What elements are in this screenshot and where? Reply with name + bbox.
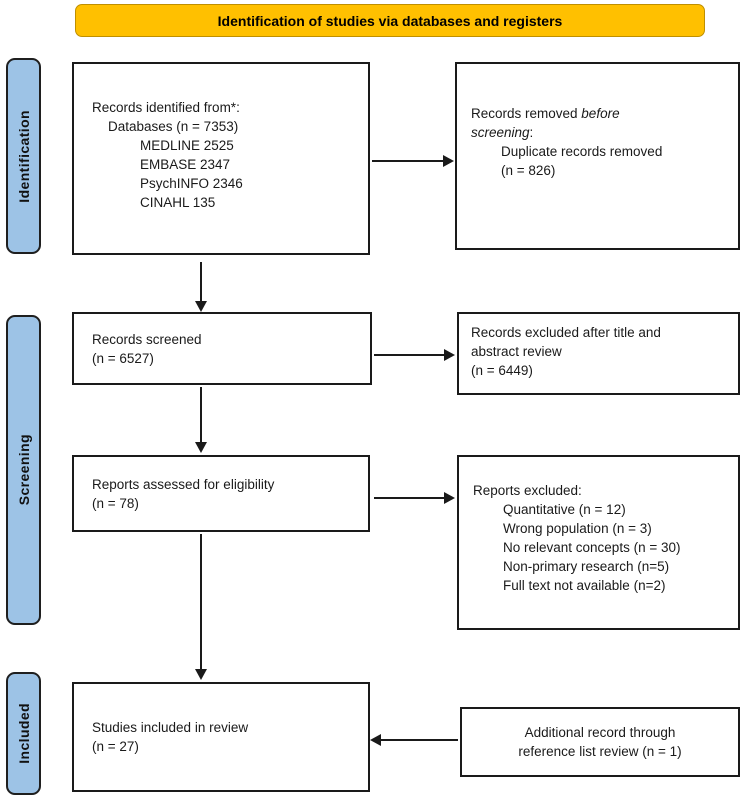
- stage-label-identification: Identification: [6, 58, 41, 254]
- arrow-identified-to-removed-icon: [372, 155, 454, 167]
- box-text-line: Additional record through: [524, 725, 676, 740]
- box-reports-excluded: Reports excluded: Quantitative (n = 12) …: [457, 455, 740, 630]
- box-text-line: Records identified from*:: [92, 100, 240, 115]
- box-text-line: Wrong population (n = 3): [503, 521, 652, 536]
- box-records-removed: Records removed before screening: Duplic…: [455, 62, 740, 250]
- diagram-header: Identification of studies via databases …: [75, 4, 705, 37]
- box-text-line: CINAHL 135: [140, 195, 216, 210]
- box-text-line: Records excluded after title and: [471, 325, 661, 340]
- stage-label-text: Included: [15, 703, 32, 764]
- box-studies-included: Studies included in review (n = 27): [72, 682, 370, 792]
- stage-label-included: Included: [6, 672, 41, 795]
- arrow-assessed-to-reports-excluded-icon: [374, 492, 455, 504]
- arrow-assessed-to-included-icon: [195, 534, 207, 680]
- box-additional-record: Additional record through reference list…: [460, 707, 740, 777]
- box-text-line: reference list review (n = 1): [518, 744, 682, 759]
- box-text-line: (n = 6449): [471, 363, 533, 378]
- box-text-line: Studies included in review: [92, 720, 249, 735]
- box-text-line: MEDLINE 2525: [140, 138, 234, 153]
- box-text-line: Records screened: [92, 331, 202, 347]
- box-text-line: Duplicate records removed: [501, 144, 663, 159]
- box-text-line: (n = 27): [92, 739, 139, 754]
- arrow-screened-to-assessed-icon: [195, 387, 207, 453]
- stage-label-screening: Screening: [6, 315, 41, 625]
- arrow-identified-to-screened-icon: [195, 262, 207, 312]
- arrow-additional-to-included-icon: [370, 734, 458, 746]
- box-reports-assessed: Reports assessed for eligibility (n = 78…: [72, 455, 370, 532]
- box-text-line: PsychINFO 2346: [140, 176, 243, 191]
- box-records-excluded-title-abstract: Records excluded after title and abstrac…: [457, 312, 740, 395]
- box-text-line: (n = 78): [92, 495, 139, 511]
- box-text-line: Full text not available (n=2): [503, 578, 666, 593]
- box-text-line: abstract review: [471, 344, 562, 359]
- box-text-line: Non-primary research (n=5): [503, 559, 670, 574]
- arrow-screened-to-excluded-icon: [374, 349, 455, 361]
- box-text-line: Reports excluded:: [473, 483, 582, 498]
- box-text-line: EMBASE 2347: [140, 157, 231, 172]
- stage-label-text: Identification: [15, 109, 32, 203]
- box-text-line: Records removed before: [471, 106, 620, 121]
- box-text-line: (n = 826): [501, 163, 556, 178]
- box-records-identified: Records identified from*: Databases (n =…: [72, 62, 370, 255]
- box-text-line: Quantitative (n = 12): [503, 502, 626, 517]
- diagram-title: Identification of studies via databases …: [217, 12, 563, 29]
- box-text-line: No relevant concepts (n = 30): [503, 540, 681, 555]
- box-text-line: Reports assessed for eligibility: [92, 476, 275, 492]
- stage-label-text: Screening: [15, 434, 32, 506]
- box-text-line: screening:: [471, 125, 534, 140]
- box-text-line: Databases (n = 7353): [108, 119, 239, 134]
- box-records-screened: Records screened (n = 6527): [72, 312, 372, 385]
- box-text-line: (n = 6527): [92, 350, 154, 366]
